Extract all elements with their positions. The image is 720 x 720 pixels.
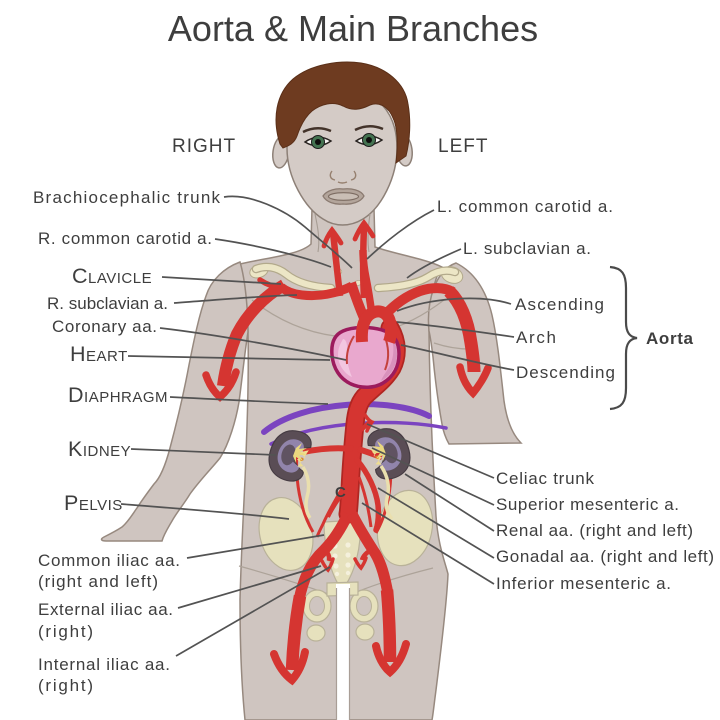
svg-text:Coronary aa.: Coronary aa. xyxy=(52,317,157,336)
svg-text:R. subclavian a.: R. subclavian a. xyxy=(47,294,168,313)
svg-text:Celiac trunk: Celiac trunk xyxy=(496,469,595,488)
svg-text:Common iliac aa.: Common iliac aa. xyxy=(38,551,180,570)
svg-text:Renal aa. (right and left): Renal aa. (right and left) xyxy=(496,521,693,540)
svg-text:Inferior mesenteric a.: Inferior mesenteric a. xyxy=(496,574,671,593)
svg-text:Pelvis: Pelvis xyxy=(64,491,123,515)
svg-text:Internal iliac aa.: Internal iliac aa. xyxy=(38,655,170,674)
svg-text:Diaphragm: Diaphragm xyxy=(68,383,168,407)
svg-text:Aorta & Main Branches: Aorta & Main Branches xyxy=(168,8,538,49)
svg-text:Arch: Arch xyxy=(516,328,556,347)
svg-text:Descending: Descending xyxy=(516,363,615,382)
svg-text:Kidney: Kidney xyxy=(68,437,131,461)
svg-text:Clavicle: Clavicle xyxy=(72,264,152,288)
svg-text:(right and left): (right and left) xyxy=(38,572,158,591)
svg-text:(right): (right) xyxy=(38,676,93,695)
svg-text:C: C xyxy=(335,484,346,501)
svg-text:Aorta: Aorta xyxy=(646,329,694,348)
svg-text:Brachiocephalic trunk: Brachiocephalic trunk xyxy=(33,188,221,207)
svg-text:R. common carotid a.: R. common carotid a. xyxy=(38,229,212,248)
svg-text:Ascending: Ascending xyxy=(515,295,604,314)
svg-text:Gonadal aa. (right and left): Gonadal aa. (right and left) xyxy=(496,547,714,566)
svg-text:External iliac aa.: External iliac aa. xyxy=(38,600,173,619)
svg-text:LEFT: LEFT xyxy=(438,136,488,157)
svg-text:L. subclavian a.: L. subclavian a. xyxy=(463,239,591,258)
svg-text:RIGHT: RIGHT xyxy=(172,136,236,157)
svg-text:Superior mesenteric a.: Superior mesenteric a. xyxy=(496,495,679,514)
svg-text:L. common carotid a.: L. common carotid a. xyxy=(437,197,613,216)
svg-text:Heart: Heart xyxy=(70,342,128,366)
svg-text:(right): (right) xyxy=(38,622,93,641)
